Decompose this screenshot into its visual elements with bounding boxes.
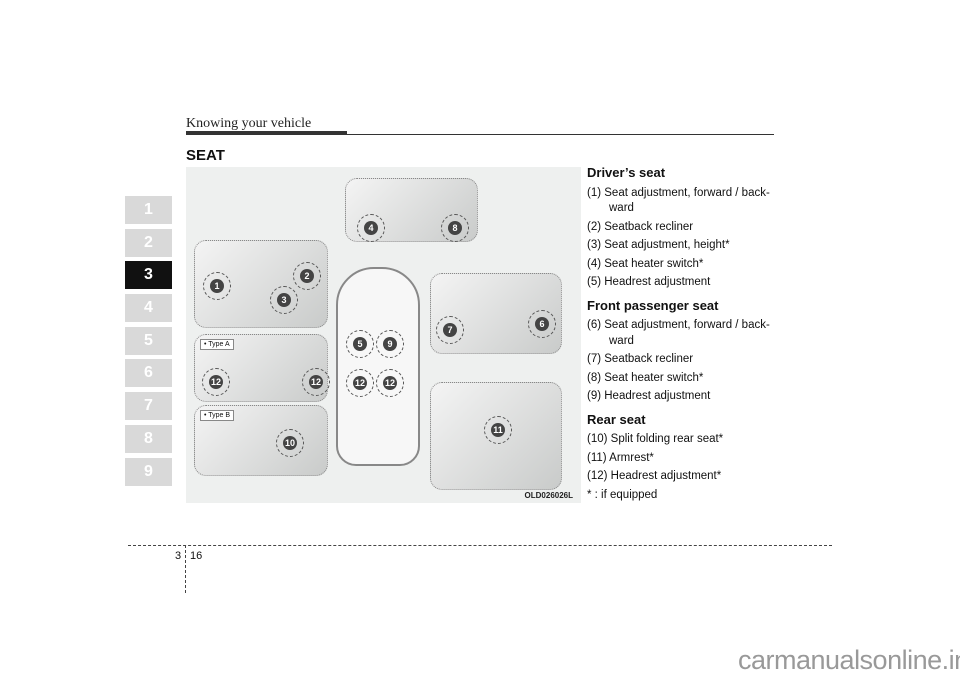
callout-5: 5 [346, 330, 374, 358]
legend-item: (8) Seat heater switch* [587, 371, 704, 384]
legend-item: (9) Headrest adjustment [587, 390, 711, 402]
callout-12-d: 12 [376, 369, 404, 397]
chapter-tab-4[interactable]: 4 [125, 294, 172, 323]
chapter-tab-2[interactable]: 2 [125, 228, 172, 257]
passenger-seat-panel: 7 6 [430, 273, 562, 354]
chapter-tab-7[interactable]: 7 [125, 392, 172, 421]
callout-9: 9 [376, 330, 404, 358]
header-bar [186, 131, 347, 135]
footer-divider [185, 545, 186, 593]
chapter-tab-9[interactable]: 9 [125, 457, 172, 486]
callout-7: 7 [436, 316, 464, 344]
footnote: * : if equipped [587, 488, 658, 501]
legend-item: (3) Seat adjustment, height* [587, 239, 730, 251]
chapter-tab-3[interactable]: 3 [125, 261, 172, 290]
chapter-tab-1[interactable]: 1 [125, 196, 172, 224]
callout-12-a: 12 [202, 368, 230, 396]
drivers-seat-heading: Driver’s seat [587, 165, 666, 180]
callout-2: 2 [293, 262, 321, 290]
car-top-view: 5 9 12 12 [336, 267, 420, 466]
legend-item: (10) Split folding rear seat* [587, 433, 724, 445]
type-a-panel: • Type A 12 12 [194, 334, 330, 402]
type-a-label: • Type A [200, 339, 234, 350]
heater-switch-panel: 4 8 [345, 178, 478, 242]
legend-item: (6) Seat adjustment, forward / back-ward [587, 319, 770, 347]
section-header: Knowing your vehicle [186, 116, 312, 131]
callout-12-b: 12 [302, 368, 330, 396]
callout-8: 8 [441, 214, 469, 242]
seat-illustration: 4 8 1 2 3 7 6 • Type A 12 12 • Type B 10… [186, 167, 581, 503]
seat-legend: Driver’s seat (1) Seat adjustment, forwa… [587, 165, 777, 506]
legend-item: (11) Armrest* [587, 451, 654, 464]
callout-3: 3 [270, 286, 298, 314]
legend-item: (4) Seat heater switch* [587, 257, 704, 270]
type-b-panel: • Type B 10 [194, 405, 328, 476]
chapter-tabs: 1 2 3 4 5 6 7 8 9 [125, 196, 172, 490]
armrest-panel: 11 [430, 382, 562, 490]
callout-4: 4 [357, 214, 385, 242]
chapter-tab-5[interactable]: 5 [125, 326, 172, 355]
chapter-tab-6[interactable]: 6 [125, 359, 172, 388]
legend-item: (12) Headrest adjustment* [587, 470, 722, 482]
legend-item: (7) Seatback recliner [587, 353, 694, 365]
header-rule [186, 134, 774, 135]
type-b-label: • Type B [200, 410, 235, 421]
callout-6: 6 [528, 310, 556, 338]
passenger-seat-heading: Front passenger seat [587, 297, 719, 313]
page-number: 16 [190, 550, 203, 562]
rear-seat-heading: Rear seat [587, 411, 646, 427]
page-title: SEAT [186, 147, 225, 164]
chapter-number: 3 [175, 550, 182, 562]
legend-item: (2) Seatback recliner [587, 220, 694, 233]
figure-code: OLD026026L [524, 491, 573, 500]
callout-12-c: 12 [346, 369, 374, 397]
watermark: carmanualsonline.info [738, 645, 960, 675]
chapter-tab-8[interactable]: 8 [125, 424, 172, 453]
callout-1: 1 [203, 272, 231, 300]
legend-item: (1) Seat adjustment, forward / back-ward [587, 186, 770, 215]
driver-seat-panel: 1 2 3 [194, 240, 328, 328]
footer-rule [128, 545, 832, 546]
legend-item: (5) Headrest adjustment [587, 276, 711, 288]
callout-11: 11 [484, 416, 512, 444]
callout-10: 10 [276, 429, 304, 457]
